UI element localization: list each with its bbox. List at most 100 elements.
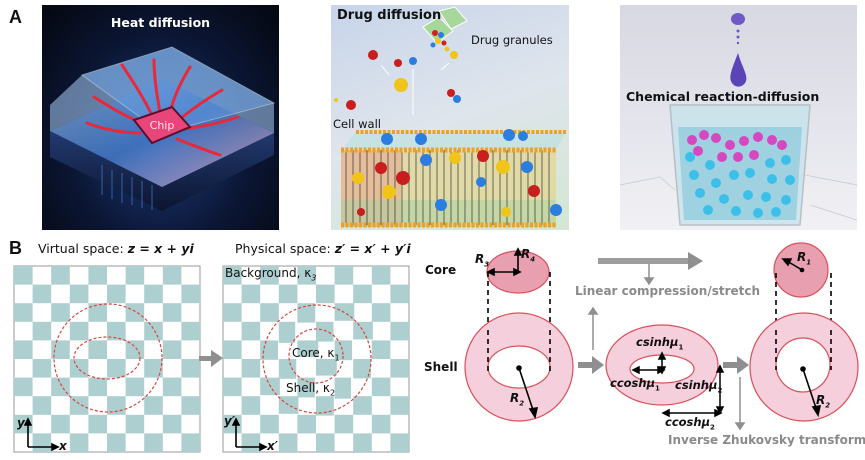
physical-axis-x-label: x′ (267, 439, 278, 453)
elliptic-to-circle-arrow (723, 356, 749, 374)
checker-cell (371, 303, 391, 322)
physical-space-title: Physical space: z′ = x′ + y′i (235, 241, 411, 256)
r2-arrow-right (802, 368, 822, 418)
checker-cell (32, 396, 52, 415)
checker-cell (297, 414, 316, 434)
shell-to-elliptic-arrow (578, 356, 604, 374)
ccosh-mu2-label: ccoshμ2 (665, 415, 715, 431)
r4-subscript: 4 (530, 255, 536, 264)
cell-wall-label: Cell wall (333, 117, 381, 131)
physical-axes (231, 417, 268, 452)
chemical-reaction-diffusion-title: Chemical reaction-diffusion (626, 89, 820, 104)
ccosh-mu1-text: ccoshμ (610, 376, 656, 390)
virtual-axis-x-label: x (59, 439, 67, 453)
checker-cell (14, 266, 33, 285)
checker-cell (223, 377, 242, 397)
csinh-mu1-subscript: 1 (678, 343, 684, 352)
checker-cell (88, 340, 107, 359)
r4-text: R (521, 247, 531, 261)
linear-label-pointer-up (587, 306, 599, 350)
ccosh-mu1-label: ccoshμ1 (610, 376, 660, 392)
virtual-to-physical-arrow (199, 350, 223, 367)
r2-label-right: R2 (816, 393, 830, 409)
checker-cell (181, 321, 200, 341)
checker-cell (260, 414, 279, 434)
row-label-shell: Shell (424, 360, 458, 374)
heat-diffusion-title: Heat diffusion (110, 15, 211, 30)
csinh-mu2-subscript: 2 (717, 386, 723, 395)
core-label: Core, κ1 (292, 346, 340, 362)
r2-arrow-left (518, 367, 539, 420)
drug-diffusion-title: Drug diffusion (337, 8, 442, 23)
checker-cell (278, 359, 297, 379)
checker-cell (69, 433, 89, 452)
shell-text: Shell, κ (286, 381, 330, 395)
checker-cell (88, 266, 107, 285)
elliptic-outer-arrows (661, 364, 725, 418)
checker-cell (125, 377, 145, 397)
ccosh-mu2-text: ccoshμ (665, 415, 711, 429)
checker-cell (144, 284, 163, 304)
r2-text-right: R (816, 393, 826, 407)
checker-cell (297, 340, 319, 358)
zhukovsky-label-pointer (734, 377, 746, 431)
checker-cell (334, 377, 352, 399)
checker-cell (223, 303, 242, 322)
csinh-mu2-text: csinhμ (675, 378, 718, 392)
checker-cell (51, 266, 70, 285)
elliptic-inner-arrows (631, 351, 667, 375)
ccosh-mu1-subscript: 1 (655, 384, 660, 393)
physical-axis-y-label: y′ (224, 414, 235, 428)
panel-b-label: B (9, 238, 22, 258)
checker-cell (162, 340, 182, 359)
checker-cell (353, 433, 372, 452)
virtual-space-title: Virtual space: z = x + yi (38, 241, 194, 256)
checker-cell (390, 396, 409, 415)
checker-cell (316, 433, 335, 452)
checker-cell (14, 340, 33, 359)
chip-label: Chip (150, 119, 175, 132)
checker-cell (390, 284, 409, 304)
checker-cell (260, 266, 279, 285)
checker-cell (334, 340, 353, 361)
checker-cell (181, 433, 200, 452)
csinh-mu2-label: csinhμ2 (675, 378, 722, 394)
checker-cell (107, 321, 126, 341)
physical-inner-boundary (288, 328, 344, 384)
checker-cell (88, 303, 107, 322)
checker-cell (162, 377, 182, 397)
checker-cell (181, 359, 200, 378)
background-label: Background, κ3 (225, 266, 316, 282)
checker-cell (144, 396, 163, 415)
checker-cell (260, 303, 279, 322)
ccosh-mu2-subscript: 2 (710, 423, 715, 432)
background-subscript: 3 (311, 273, 317, 283)
checker-cell (32, 359, 52, 378)
r3-label: R3 (475, 252, 489, 268)
checker-cell (371, 414, 391, 434)
virtual-axis-y-label: y (17, 416, 25, 430)
r1-arrow (781, 258, 803, 271)
checker-cell (371, 377, 391, 397)
checker-cell (51, 303, 70, 322)
virtual-space-grid (13, 265, 201, 453)
checker-cell (278, 284, 298, 304)
checker-cell (316, 321, 334, 342)
checker-cell (162, 303, 182, 322)
checker-cell (297, 266, 316, 285)
checker-cell (32, 321, 52, 341)
checker-cell (88, 414, 107, 434)
checker-cell (144, 433, 163, 452)
core-subscript: 1 (334, 353, 340, 363)
core-text: Core, κ (292, 346, 335, 360)
checker-cell (162, 414, 182, 434)
checker-cell (353, 321, 373, 340)
checker-cell (144, 359, 163, 378)
r3-subscript: 3 (484, 260, 490, 269)
checker-cell (260, 340, 279, 360)
linear-compression-label: Linear compression/stretch (575, 284, 761, 298)
checker-cell (390, 321, 409, 341)
checker-cell (278, 396, 299, 414)
checker-cell (334, 266, 354, 285)
checker-cell (69, 321, 89, 341)
